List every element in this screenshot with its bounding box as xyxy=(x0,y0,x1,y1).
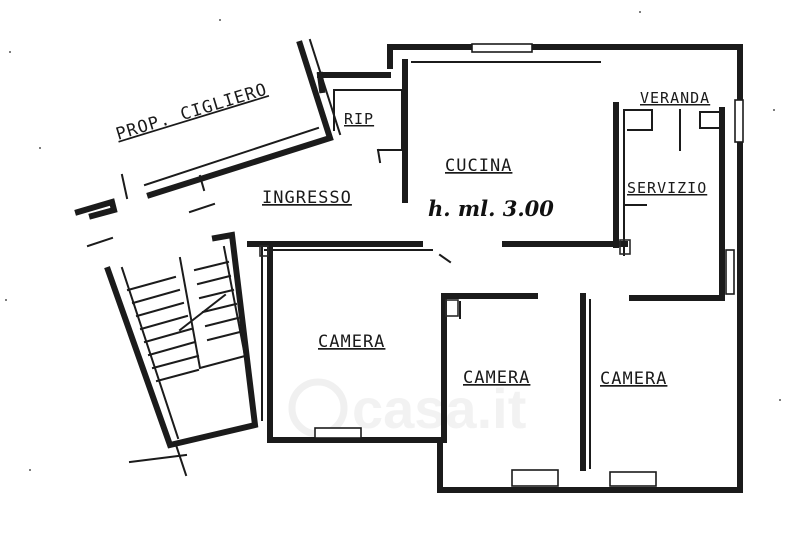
windows xyxy=(314,43,744,487)
wall-details xyxy=(259,148,631,317)
staircase xyxy=(104,231,259,477)
exterior-walls xyxy=(261,44,743,493)
window-camera-left xyxy=(314,427,362,439)
label-cucina: CUCINA xyxy=(445,156,512,176)
scan-noise xyxy=(5,11,781,471)
label-prop-cigliero: PROP. CIGLIERO xyxy=(114,80,270,145)
wall-fragments-left xyxy=(74,173,216,248)
label-servizio: SERVIZIO xyxy=(627,179,707,197)
interior-walls xyxy=(247,59,725,471)
window-servizio xyxy=(725,249,735,295)
watermark-text: casa.it xyxy=(352,377,526,440)
window-camera-middle xyxy=(511,469,559,487)
label-height: h. ml. 3.00 xyxy=(428,196,554,221)
label-veranda: VERANDA xyxy=(640,89,710,107)
label-camera-middle: CAMERA xyxy=(463,368,530,388)
watermark-logo-icon xyxy=(288,378,348,438)
label-camera-left: CAMERA xyxy=(318,332,385,352)
window-camera-right xyxy=(609,471,657,487)
label-ingresso: INGRESSO xyxy=(262,188,352,208)
label-camera-right: CAMERA xyxy=(600,369,667,389)
label-rip: RIP xyxy=(344,110,374,128)
window-cucina xyxy=(471,43,533,53)
window-veranda xyxy=(734,99,744,143)
